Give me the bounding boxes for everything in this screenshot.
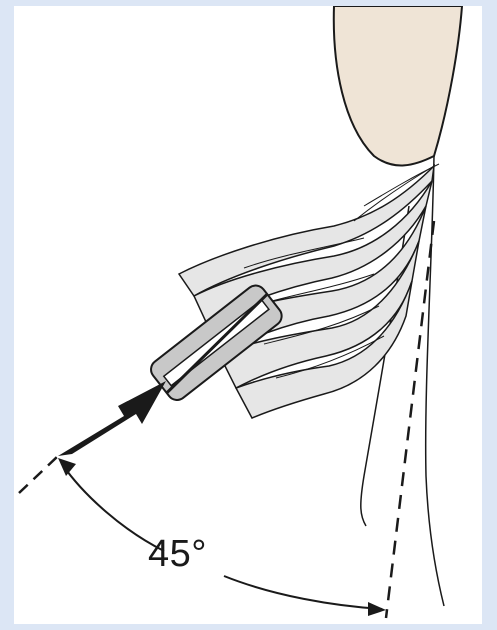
arc-arrowhead-bottom bbox=[368, 602, 386, 616]
illustration-frame: 45° bbox=[14, 6, 482, 624]
limb-contour bbox=[334, 6, 462, 165]
tendon-fibers bbox=[179, 166, 434, 418]
arc-arrowhead-top bbox=[58, 458, 76, 476]
angle-label: 45° bbox=[148, 533, 207, 576]
force-direction-dashed-line bbox=[19, 456, 58, 493]
angle-arc-lower bbox=[224, 576, 382, 609]
force-arrow bbox=[58, 381, 166, 456]
tendon-diagram bbox=[14, 6, 482, 624]
